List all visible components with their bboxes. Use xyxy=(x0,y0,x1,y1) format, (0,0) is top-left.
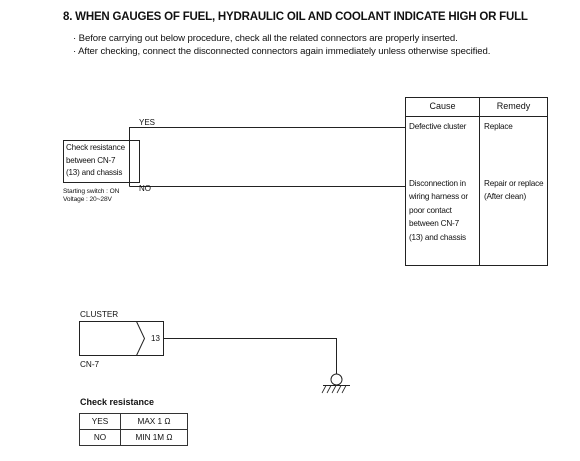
instruction-bullet-1: · Before carrying out below procedure, c… xyxy=(73,33,458,44)
check-box-line-2: between CN-7 xyxy=(66,155,116,165)
cause-row-2-line-1: Disconnection in xyxy=(409,179,466,188)
ground-wire xyxy=(163,338,337,374)
check-resistance-title: Check resistance xyxy=(80,397,155,407)
cause-row-1: Defective cluster xyxy=(409,120,466,133)
cluster-label: CLUSTER xyxy=(80,310,119,319)
yes-label: YES xyxy=(139,118,156,127)
cause-row-2: Disconnection in wiring harness or poor … xyxy=(409,177,468,244)
cause-row-2-line-4: between CN-7 xyxy=(409,219,459,229)
condition-no: NO xyxy=(79,429,121,446)
check-box-line-3: (13) and chassis xyxy=(66,168,123,177)
remedy-row-2-line-1: Repair or replace xyxy=(484,179,544,188)
condition-voltage: Voltage : 20~28V xyxy=(63,196,112,203)
resistance-table: YES MAX 1 Ω NO MIN 1M Ω xyxy=(79,413,188,446)
no-label: NO xyxy=(139,184,151,193)
cause-table-border xyxy=(405,97,548,266)
remedy-row-2-line-2: (After clean) xyxy=(484,192,526,202)
check-box-text: Check resistance between CN-7 (13) and c… xyxy=(66,142,125,180)
pin-number: 13 xyxy=(151,334,160,343)
remedy-header: Remedy xyxy=(496,101,531,111)
remedy-row-1: Replace xyxy=(484,120,513,133)
remedy-row-1-line-1: Replace xyxy=(484,122,513,131)
section-heading: 8. WHEN GAUGES OF FUEL, HYDRAULIC OIL AN… xyxy=(63,11,528,23)
value-yes: MAX 1 Ω xyxy=(120,413,188,430)
remedy-row-2: Repair or replace (After clean) xyxy=(484,177,544,204)
check-box-border xyxy=(63,140,140,183)
table-row: NO MIN 1M Ω xyxy=(79,429,188,446)
check-conditions: Starting switch : ON Voltage : 20~28V xyxy=(63,188,119,204)
value-no: MIN 1M Ω xyxy=(120,429,188,446)
cause-row-1-line-1: Defective cluster xyxy=(409,122,467,131)
condition-yes: YES xyxy=(79,413,121,430)
table-row: YES MAX 1 Ω xyxy=(79,413,188,430)
connector-label: CN-7 xyxy=(80,360,100,369)
ground-icon xyxy=(321,373,350,394)
cause-row-2-line-2: wiring harness or xyxy=(409,192,468,202)
check-box-line-1: Check resistance xyxy=(66,143,125,152)
cause-header: Cause xyxy=(429,101,456,111)
instruction-bullet-2: · After checking, connect the disconnect… xyxy=(73,46,491,57)
cause-row-2-line-3: poor contact xyxy=(409,205,452,215)
cause-row-2-line-5: (13) and chassis xyxy=(409,232,466,242)
connector-chevron xyxy=(136,321,146,356)
condition-starting-switch: Starting switch : ON xyxy=(63,188,120,195)
